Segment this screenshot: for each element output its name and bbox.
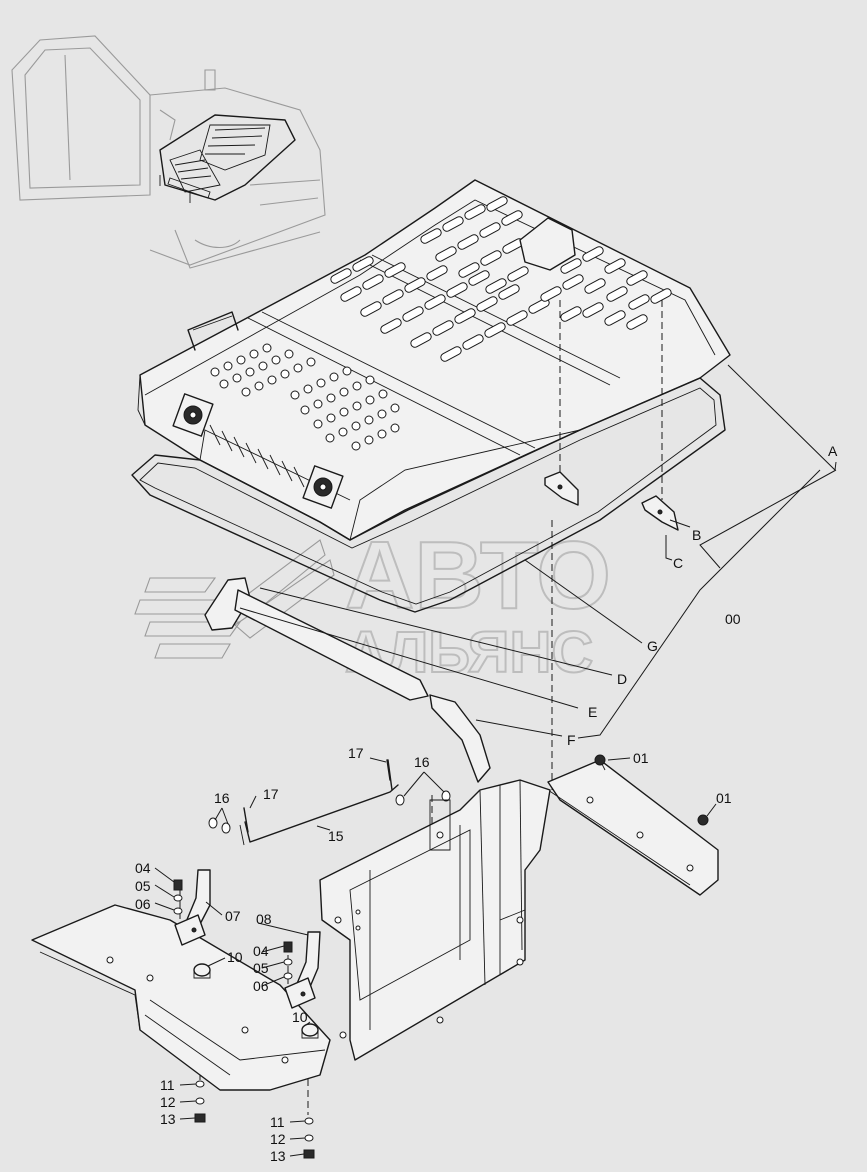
bolt-01-a [594, 754, 606, 766]
floor-plate [31, 904, 331, 1091]
callout-13-left: 13 [160, 1111, 176, 1127]
vent-fan-left [172, 393, 214, 437]
watermark-line1: АВТО [345, 522, 611, 629]
washer-16-left [208, 817, 231, 834]
washer-05-right [283, 958, 293, 966]
hood-stay-rod [239, 759, 399, 846]
callout-11-left: 11 [160, 1077, 175, 1093]
callout-F: F [567, 732, 576, 748]
pin-17-right [386, 759, 391, 781]
callout-13-right: 13 [270, 1148, 286, 1164]
callout-04-right: 04 [253, 943, 269, 959]
callout-04-left: 04 [135, 860, 151, 876]
washer-06-left [173, 907, 183, 915]
hardware-stack-right [303, 1117, 315, 1159]
hood-seal [131, 377, 726, 613]
seal-strip-front [234, 589, 429, 701]
callout-06-left: 06 [135, 896, 151, 912]
seal-strip-side [429, 694, 491, 783]
pin-17-left [243, 807, 249, 833]
callout-11-right: 11 [270, 1114, 285, 1130]
washer-16-right [395, 790, 451, 806]
callout-15: 15 [328, 828, 344, 844]
hardware-stack-left [194, 1080, 206, 1123]
callout-10-right: 10 [292, 1009, 308, 1025]
callout-07: 07 [225, 908, 241, 924]
callout-12-right: 12 [270, 1131, 286, 1147]
excavator-overview-inset [11, 35, 326, 269]
callout-10-left: 10 [227, 949, 243, 965]
washer-06-right [283, 972, 293, 980]
callout-17-right: 17 [348, 745, 364, 761]
callout-C: C [673, 555, 683, 571]
callout-16-right: 16 [414, 754, 430, 770]
callout-05-right: 05 [253, 960, 269, 976]
callout-00: 00 [725, 611, 741, 627]
bolt-04-right [283, 941, 293, 953]
inset-hood [159, 114, 296, 203]
callout-05-left: 05 [135, 878, 151, 894]
cushion-10-left [193, 963, 211, 979]
support-rail [547, 759, 719, 896]
callout-labels: A B C 00 G D E F 01 01 17 16 16 17 15 04… [135, 443, 838, 1164]
hood-bracket-right [641, 495, 679, 531]
engine-hood [137, 179, 731, 541]
callout-G: G [647, 638, 658, 654]
frame-panel [319, 779, 551, 1061]
callout-01-upper: 01 [633, 750, 649, 766]
hood-bracket-left [544, 471, 579, 506]
latch-07 [174, 869, 211, 946]
callout-12-left: 12 [160, 1094, 176, 1110]
callout-A: A [828, 443, 838, 459]
leader-lines [154, 364, 837, 1157]
cushion-10-right [301, 1023, 319, 1039]
washer-05-left [173, 894, 183, 902]
bolt-01-b [697, 814, 709, 826]
callout-D: D [617, 671, 627, 687]
callout-B: B [692, 527, 701, 543]
callout-06-right: 06 [253, 978, 269, 994]
callout-01-lower: 01 [716, 790, 732, 806]
callout-16-left: 16 [214, 790, 230, 806]
callout-08: 08 [256, 911, 272, 927]
callout-17-left: 17 [263, 786, 279, 802]
latch-08 [284, 931, 321, 1009]
bolt-04-left [173, 879, 183, 891]
vent-fan-right [302, 465, 344, 509]
callout-E: E [588, 704, 597, 720]
